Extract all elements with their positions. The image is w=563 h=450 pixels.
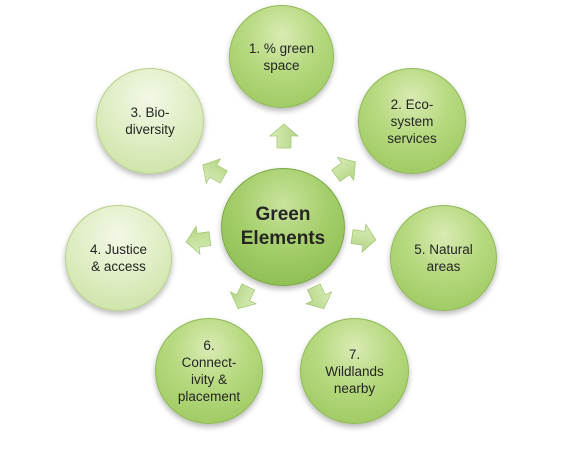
arrow-to-node-4	[185, 225, 212, 256]
arrow-to-node-6	[229, 283, 257, 310]
node-1-green-space: 1. % green space	[229, 5, 334, 108]
node-3-biodiversity: 3. Bio- diversity	[96, 68, 204, 174]
arrow-to-node-2	[331, 156, 356, 183]
arrow-to-node-3	[202, 158, 228, 185]
node-7-wildlands-nearby: 7. Wildlands nearby	[300, 318, 409, 424]
arrow-to-node-7	[305, 283, 333, 310]
node-4-label: 4. Justice & access	[89, 242, 148, 274]
center-node: Green Elements	[221, 168, 345, 286]
node-6-connectivity-placement: 6. Connect- ivity & placement	[155, 318, 263, 424]
node-4-justice-access: 4. Justice & access	[65, 205, 172, 311]
node-5-label: 5. Natural areas	[414, 242, 473, 274]
center-label: Green Elements	[240, 204, 326, 249]
arrow-to-node-5	[350, 223, 377, 254]
node-5-natural-areas: 5. Natural areas	[390, 205, 497, 311]
node-2-label: 2. Eco- system services	[387, 96, 437, 146]
node-1-label: 1. % green space	[248, 40, 315, 73]
node-7-label: 7. Wildlands nearby	[325, 346, 384, 396]
node-6-label: 6. Connect- ivity & placement	[177, 338, 241, 404]
node-2-ecosystem-services: 2. Eco- system services	[358, 68, 466, 174]
node-3-label: 3. Bio- diversity	[125, 105, 175, 137]
arrow-to-node-1	[268, 123, 300, 149]
